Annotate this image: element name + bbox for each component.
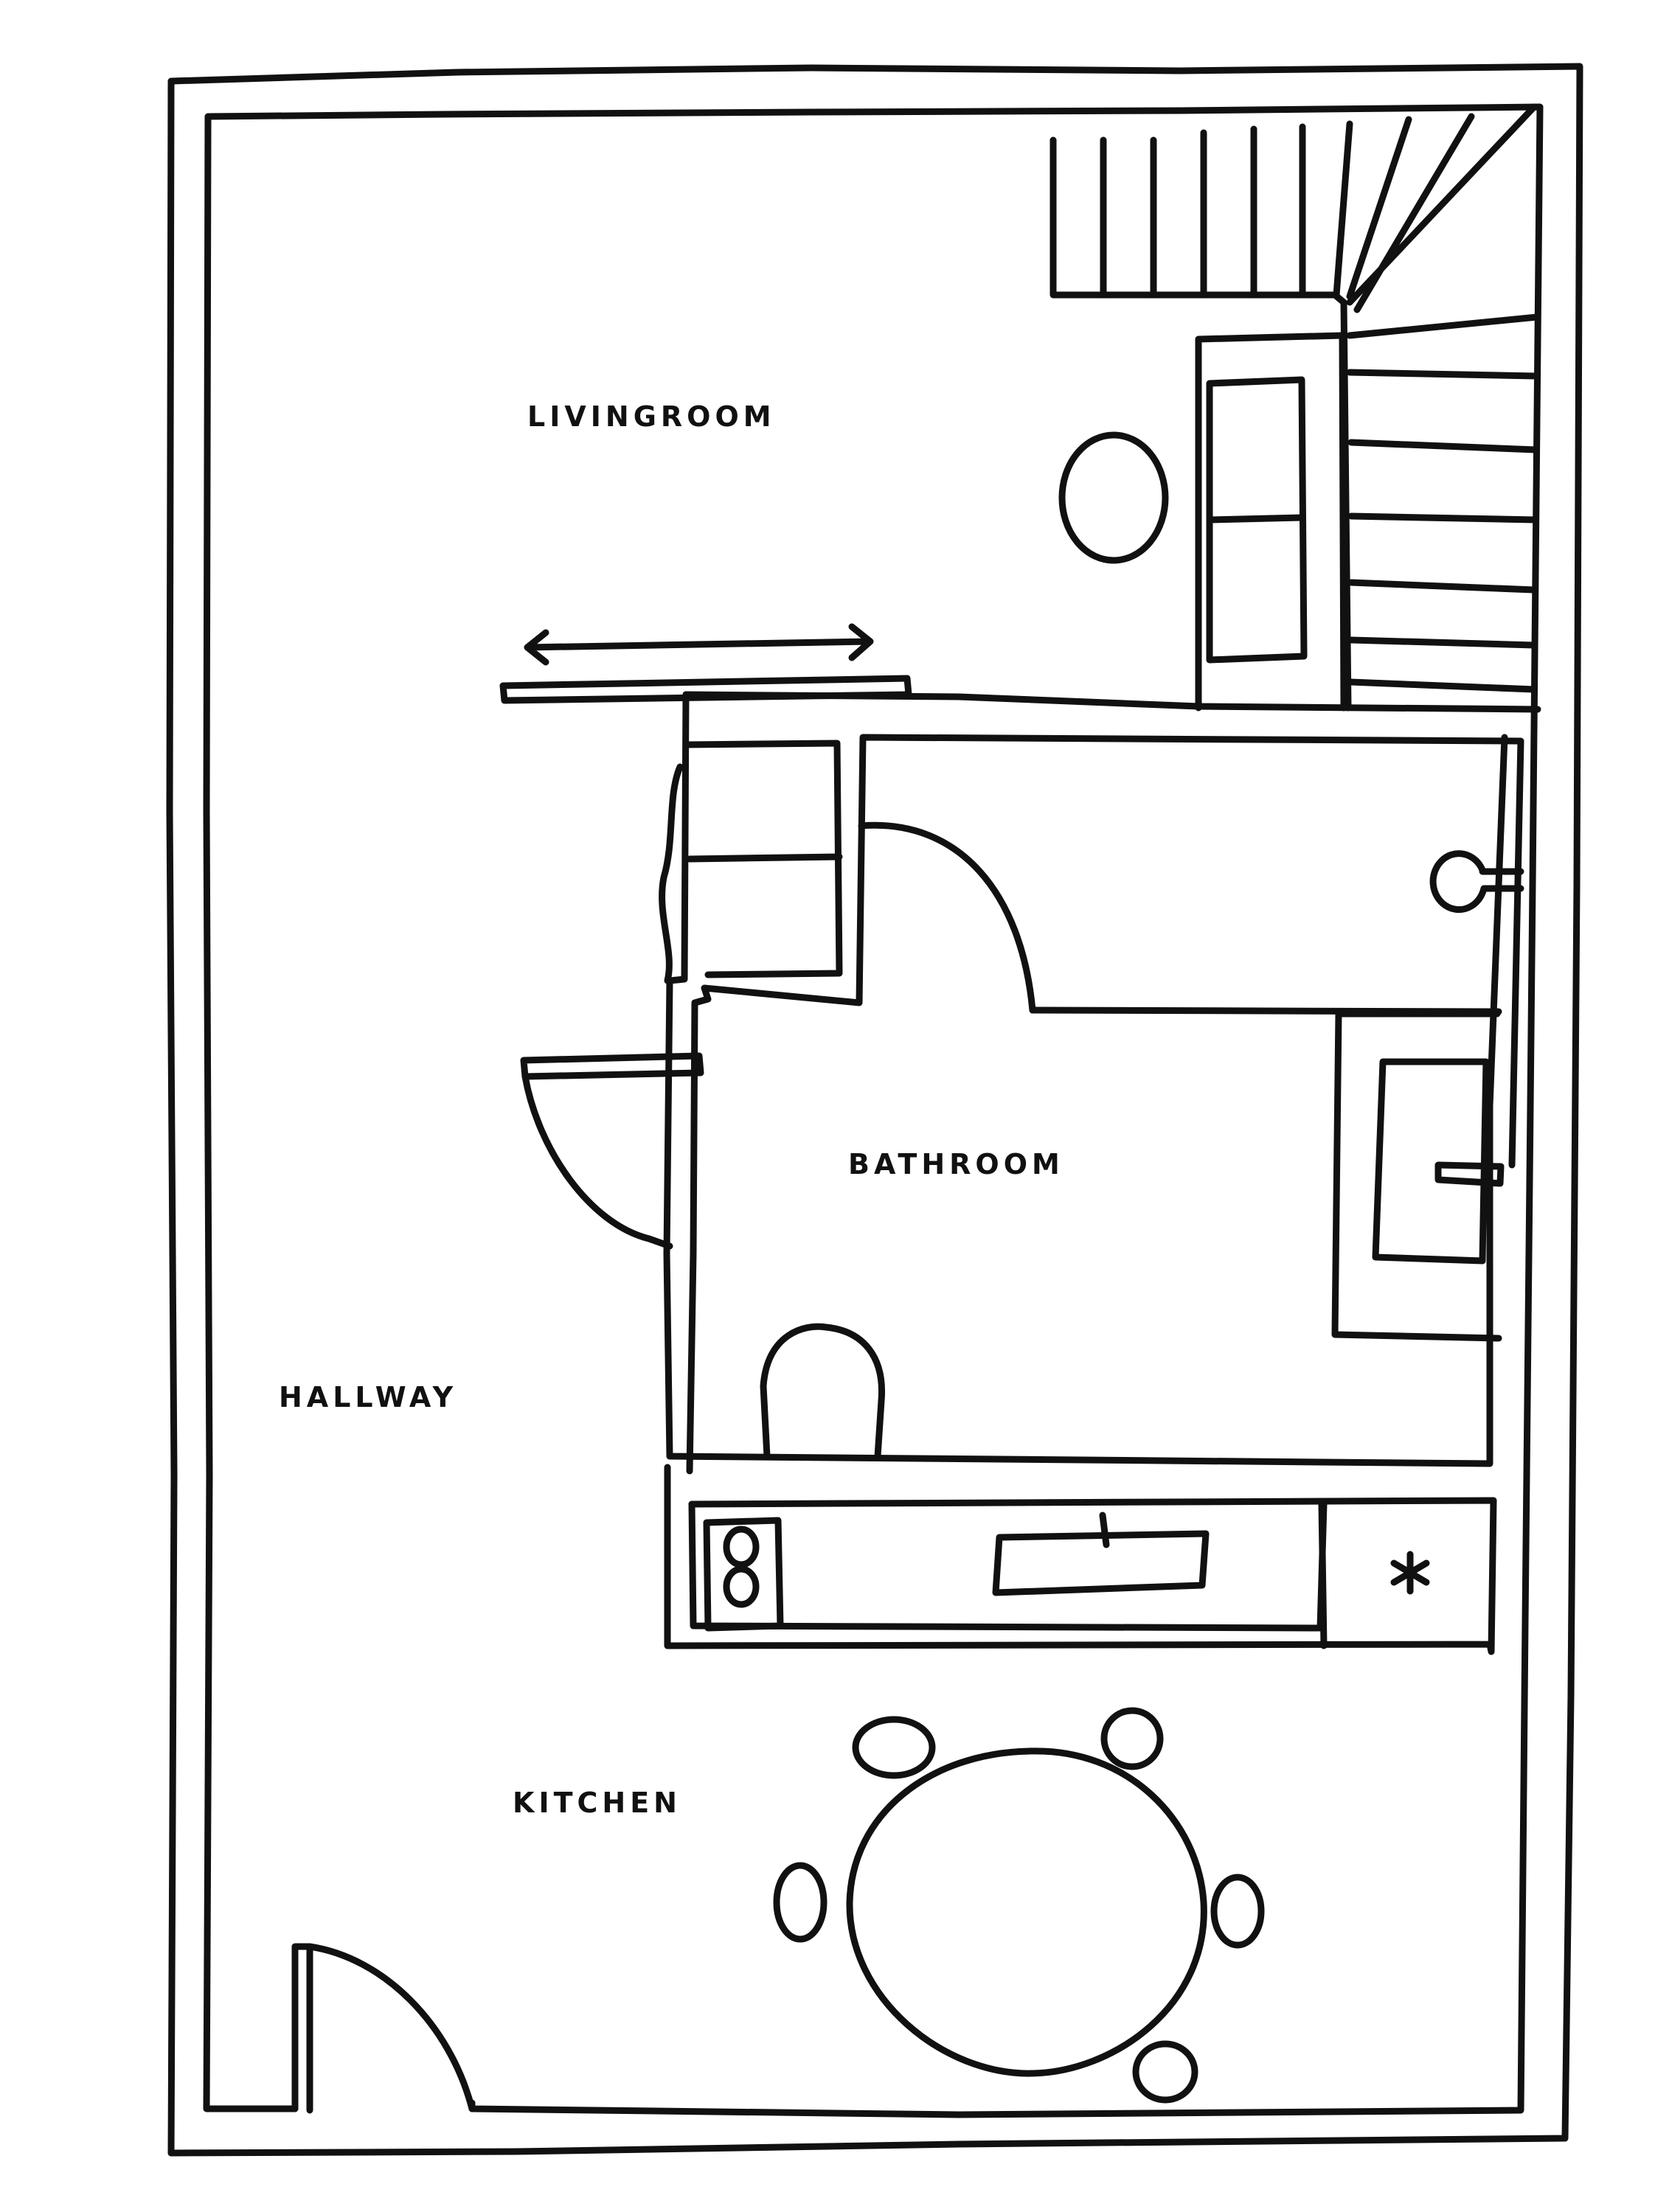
closet (659, 740, 843, 984)
fridge-divider (1318, 1500, 1328, 1649)
kitchen-counter (664, 1464, 1497, 1655)
dining-chair-bottom (1132, 2040, 1198, 2104)
bathroom-inner-wall (686, 734, 1524, 1475)
sliding-door (499, 623, 912, 704)
dining-chair-right (1210, 1874, 1265, 1949)
bathroom-door-swing (521, 1073, 673, 1250)
living-bath-divider (682, 691, 1541, 713)
closet-shelves (682, 740, 843, 978)
entrance-door-swing (306, 1943, 476, 2112)
dining-set (773, 1707, 1265, 2104)
stove-burner-top (723, 1526, 760, 1568)
stair-steps-side (1346, 313, 1541, 693)
sofa (1195, 332, 1347, 712)
livingroom-furniture (1058, 332, 1347, 712)
kitchen-label: KITCHEN (513, 1787, 681, 1819)
counter-inner (688, 1500, 1328, 1632)
kitchen-sink (992, 1530, 1210, 1596)
stove-burner-bottom (723, 1565, 760, 1608)
toilet (760, 1323, 886, 1460)
shower-fixture (1429, 850, 1524, 914)
dining-chair-top-right (1100, 1707, 1164, 1770)
closet-door-edge (659, 763, 684, 984)
bathroom-outer-wall (663, 691, 1508, 1467)
bathroom-door (520, 1052, 704, 1080)
bathroom-label: BATHROOM (848, 1148, 1064, 1180)
inner-wall-outline (203, 103, 1544, 2118)
coffee-table (1058, 431, 1169, 564)
double-arrow-icon (524, 623, 874, 666)
outer-wall-outline (166, 63, 1583, 2157)
bathroom-sink (1372, 1058, 1490, 1265)
shower-partition (1029, 1006, 1502, 1015)
bathroom-walls (663, 691, 1541, 1475)
kitchen-faucet (1099, 1512, 1110, 1548)
stove-icon (703, 1517, 784, 1632)
sink-faucet (1434, 1161, 1505, 1187)
shower-door-swing (858, 821, 1036, 1014)
livingroom-label: LIVINGROOM (527, 400, 776, 433)
asterisk-icon (1390, 1551, 1430, 1595)
hallway-label: HALLWAY (279, 1381, 457, 1413)
stair-steps-top (1100, 103, 1538, 313)
dining-table (846, 1747, 1207, 2077)
dining-chair-left (773, 1862, 828, 1943)
dining-chair-top-left (852, 1716, 936, 1779)
staircase (1049, 103, 1541, 712)
counter-outline (664, 1464, 1497, 1655)
bathroom-fixtures (520, 850, 1524, 1460)
outer-walls (166, 63, 1583, 2157)
entrance-jamb (291, 1943, 313, 2114)
